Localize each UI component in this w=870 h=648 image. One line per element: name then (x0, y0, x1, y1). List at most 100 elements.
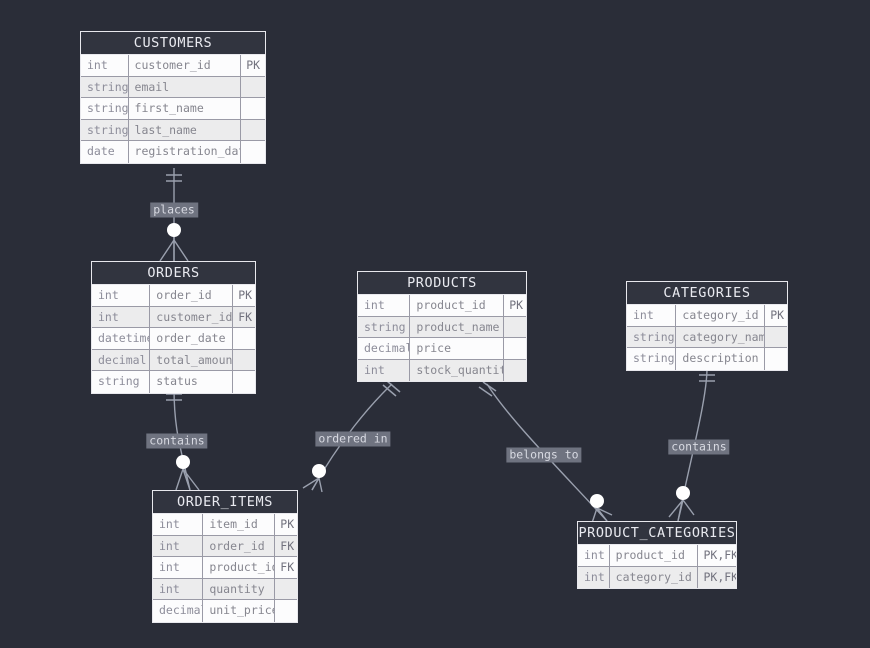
crowfoot-orders (159, 237, 189, 262)
attribute-key: FK (280, 560, 295, 574)
attribute-name: unit_price (203, 600, 276, 622)
attribute-name: product_id (610, 545, 699, 566)
relationship-node-contains_oi[interactable] (176, 455, 190, 469)
attribute-name: description (676, 348, 766, 370)
entity-title-orders: ORDERS (92, 262, 255, 285)
attribute-type: string (627, 326, 677, 347)
attribute-key (504, 338, 526, 359)
attribute-key: PK (246, 58, 261, 72)
attribute-name: status (150, 371, 234, 393)
attribute-name: category_id (610, 566, 699, 588)
attribute-key (275, 600, 297, 622)
attribute-name: first_name (129, 98, 242, 119)
entity-title-customers: CUSTOMERS (81, 32, 265, 55)
attribute-type: int (153, 557, 204, 578)
attribute-name: customer_id (129, 55, 242, 76)
attribute-type: string (627, 348, 677, 370)
crowfoot-product-categories-b (668, 499, 695, 522)
attribute-key (233, 328, 255, 349)
attribute-name: last_name (129, 119, 242, 140)
attribute-name: customer_id (150, 306, 234, 327)
attribute-type: string (81, 98, 129, 119)
attribute-key (504, 360, 526, 382)
attribute-key: PK,FK (703, 548, 736, 562)
relationship-label-contains_pc: contains (668, 439, 730, 455)
relationship-node-places[interactable] (167, 223, 181, 237)
attribute-name: total_amount (150, 349, 234, 370)
attribute-type: date (81, 141, 129, 163)
attribute-name: product_id (203, 557, 276, 578)
entity-title-categories: CATEGORIES (627, 282, 787, 305)
attribute-name: stock_quantity (410, 359, 505, 381)
marker-one-products-a2 (386, 380, 401, 393)
attribute-key (241, 77, 265, 98)
attribute-name: product_name (410, 316, 505, 337)
entity-title-products: PRODUCTS (358, 272, 526, 295)
attribute-key: FK (238, 309, 253, 324)
attribute-key (233, 371, 255, 393)
attribute-type: string (81, 119, 129, 140)
attribute-key: FK (280, 538, 295, 553)
attribute-type: int (153, 578, 204, 599)
attribute-name: registration_date (129, 141, 242, 163)
entity-title-order_items: ORDER_ITEMS (153, 491, 297, 514)
marker-one-products-b (478, 386, 493, 397)
attribute-key (765, 327, 787, 348)
attribute-type: decimal (358, 338, 411, 359)
attribute-key (504, 317, 526, 338)
relationship-label-contains_oi: contains (146, 433, 208, 449)
attribute-type: decimal (92, 349, 151, 370)
relationship-node-ordered_in[interactable] (312, 464, 326, 478)
marker-one-products-b2 (482, 381, 497, 392)
attribute-key: PK (280, 517, 295, 531)
attribute-type: decimal (153, 600, 204, 622)
attribute-type: int (578, 545, 610, 566)
attribute-name: category_id (676, 305, 766, 326)
crowfoot-order-items-b (302, 477, 323, 493)
attribute-name: quantity (203, 578, 276, 599)
attribute-type: int (358, 359, 411, 381)
attribute-key: PK,FK (703, 569, 736, 584)
attribute-type: int (153, 535, 204, 556)
attribute-key (241, 141, 265, 163)
attribute-type: int (81, 55, 129, 76)
attribute-type: int (578, 566, 610, 588)
attribute-key: PK (770, 308, 785, 322)
relationship-node-contains_pc[interactable] (676, 486, 690, 500)
attribute-type: string (92, 371, 151, 393)
attribute-key (233, 350, 255, 371)
marker-one-products-a (382, 384, 397, 397)
relationship-label-places: places (150, 202, 198, 218)
relationship-label-ordered_in: ordered in (315, 431, 391, 447)
relationship-node-belongs_to[interactable] (590, 494, 604, 508)
attribute-type: string (81, 76, 129, 97)
crowfoot-order-items-a (175, 468, 200, 491)
attribute-type: int (358, 295, 411, 316)
